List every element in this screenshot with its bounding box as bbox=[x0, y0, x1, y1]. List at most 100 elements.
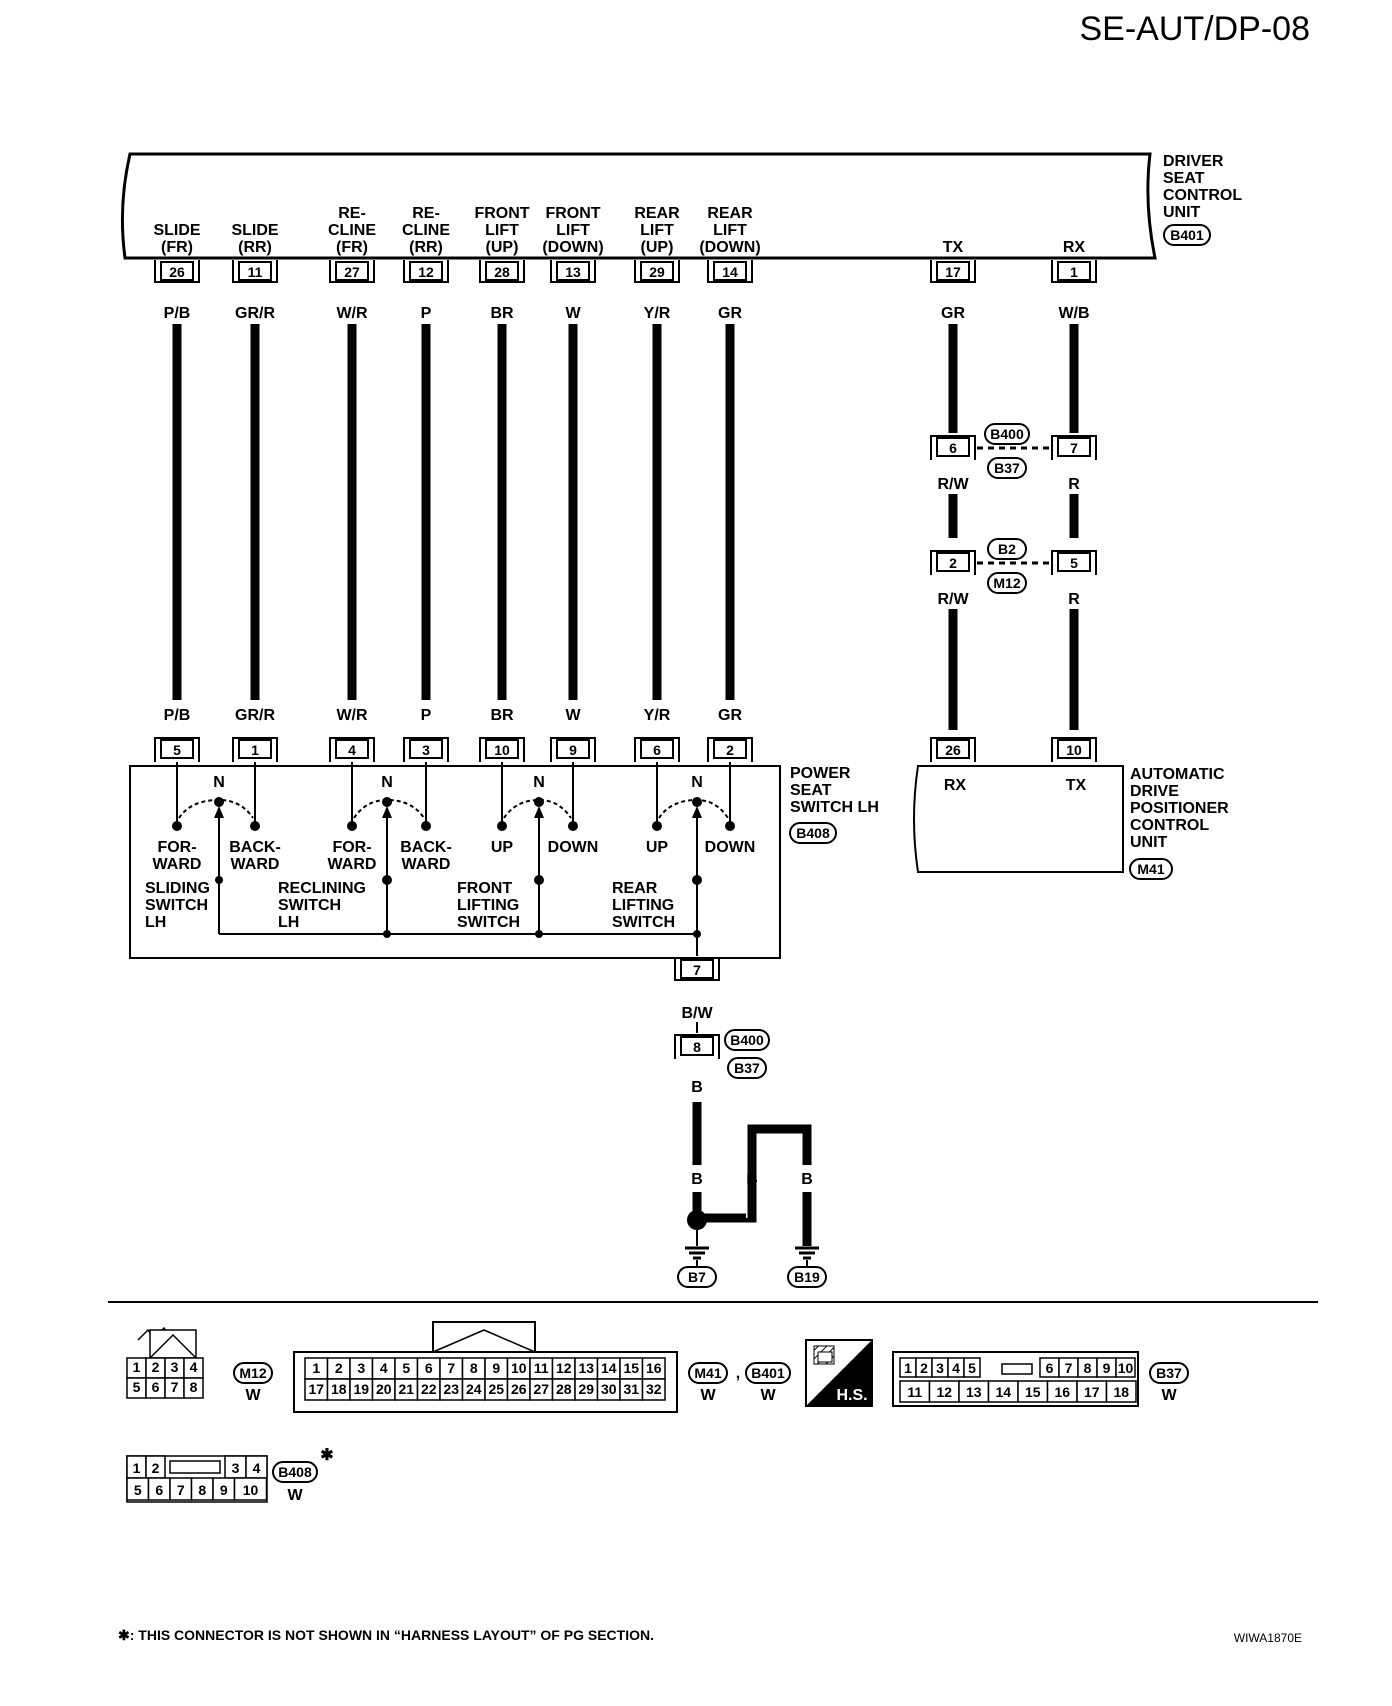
switch-b-label-1-0: BACK- bbox=[400, 839, 452, 856]
dscu-pin-14-number: 14 bbox=[722, 264, 738, 280]
switch-arc-1 bbox=[353, 798, 425, 819]
face-b37-cavity-1: 1 bbox=[904, 1360, 912, 1376]
dscu-pin-1-number: 1 bbox=[1070, 264, 1078, 280]
dscu-pin-29: 29 bbox=[634, 260, 680, 283]
switch-neutral-label-2: N bbox=[533, 774, 545, 791]
dscu-pin-label-5-1: LIFT bbox=[556, 222, 590, 239]
switch-contact-b-1 bbox=[421, 821, 431, 831]
face-b408-cavity-4: 4 bbox=[253, 1460, 261, 1476]
face-m41-b401-cavity-10: 10 bbox=[511, 1360, 527, 1376]
dscu-pin-label-2-1: CLINE bbox=[328, 222, 376, 239]
dscu-pin-label-4-0: FRONT bbox=[474, 205, 529, 222]
switch-name-2-0: FRONT bbox=[457, 880, 512, 897]
footnote: ✱: THIS CONNECTOR IS NOT SHOWN IN “HARNE… bbox=[118, 1627, 654, 1643]
dscu-wire-color-6: Y/R bbox=[644, 305, 671, 322]
face-m41-b401-cavity-7: 7 bbox=[447, 1360, 455, 1376]
adp-name-line-3: POSITIONER bbox=[1130, 800, 1229, 817]
dscu-wire-color-7: GR bbox=[718, 305, 742, 322]
switch-name-3-2: SWITCH bbox=[612, 914, 675, 931]
face-m41-color: W bbox=[700, 1387, 716, 1404]
dscu-pin-label-9-0: RX bbox=[1063, 239, 1086, 256]
ground-symbol-B19: B19 bbox=[787, 1246, 827, 1288]
dscu-pin-27: 27 bbox=[329, 260, 375, 283]
face-b37-id-text: B37 bbox=[1156, 1365, 1182, 1381]
comm-joint-1-wire-right: R bbox=[1068, 591, 1080, 608]
dscu-pin-label-4-2: (UP) bbox=[486, 239, 519, 256]
face-b37-cavity-18: 18 bbox=[1113, 1384, 1129, 1400]
comm-joint-0-connector-b-text: B37 bbox=[994, 460, 1020, 476]
face-b37-cavity-12: 12 bbox=[936, 1384, 952, 1400]
switch-contact-a-0 bbox=[172, 821, 182, 831]
face-m41-b401-cavity-3: 3 bbox=[357, 1360, 365, 1376]
switch-pin-3: 3 bbox=[403, 737, 449, 762]
face-m41-b401-cavity-18: 18 bbox=[331, 1381, 347, 1397]
switch-a-label-3-0: UP bbox=[646, 839, 669, 856]
face-id-comma: , bbox=[736, 1365, 740, 1382]
adp-name-line-1: AUTOMATIC bbox=[1130, 766, 1225, 783]
face-m41-b401-cavity-9: 9 bbox=[492, 1360, 500, 1376]
comm-joint-0-connector-b: B37 bbox=[987, 457, 1027, 479]
face-b408-cavity-6: 6 bbox=[155, 1482, 163, 1498]
dscu-pin-17-number: 17 bbox=[945, 264, 961, 280]
dscu-pin-label-7-2: (DOWN) bbox=[699, 239, 760, 256]
switch-a-label-2-0: UP bbox=[491, 839, 514, 856]
dscu-pin-label-6-1: LIFT bbox=[640, 222, 674, 239]
face-m12-cavity-3: 3 bbox=[171, 1359, 179, 1375]
face-m41-b401-cavity-11: 11 bbox=[534, 1360, 549, 1376]
dscu-name-line-4: UNIT bbox=[1163, 204, 1201, 221]
face-m41-id-text: M41 bbox=[694, 1365, 721, 1381]
comm-joint-1-pin-right: 5 bbox=[1051, 550, 1097, 575]
ground-label-B7-text: B7 bbox=[688, 1269, 706, 1285]
ground-label-B7: B7 bbox=[677, 1266, 717, 1288]
comm-joint-0-wire-left: R/W bbox=[937, 476, 969, 493]
comm-joint-0-pin-left-number: 6 bbox=[949, 440, 957, 456]
switch-name-3-0: REAR bbox=[612, 880, 658, 897]
face-b37-cavity-7: 7 bbox=[1065, 1360, 1073, 1376]
dscu-pin-label-7-1: LIFT bbox=[713, 222, 747, 239]
switch-ground-pin-number: 7 bbox=[693, 962, 701, 978]
face-b401-color: W bbox=[760, 1387, 776, 1404]
face-b408-id: B408 bbox=[272, 1461, 318, 1483]
dscu-pin-26: 26 bbox=[154, 260, 200, 283]
driver-seat-control-unit: DRIVER SEAT CONTROL UNIT B401 bbox=[120, 152, 1242, 260]
ground-symbol-B7: B7 bbox=[677, 1230, 717, 1288]
dscu-wire-color-8: GR bbox=[941, 305, 965, 322]
adp-name-line-4: CONTROL bbox=[1130, 817, 1209, 834]
switch-connector-id: B408 bbox=[796, 825, 830, 841]
switch-ground-wire: B/W bbox=[681, 1005, 713, 1022]
face-m41-b401-cavity-13: 13 bbox=[578, 1360, 594, 1376]
face-m41-b401-cavity-12: 12 bbox=[556, 1360, 572, 1376]
dscu-wire-color-2: W/R bbox=[336, 305, 368, 322]
dscu-pin-label-3-1: CLINE bbox=[402, 222, 450, 239]
comm-joint-0-pin-right-number: 7 bbox=[1070, 440, 1078, 456]
dscu-wire-color-1: GR/R bbox=[235, 305, 275, 322]
face-m12-id-text: M12 bbox=[239, 1365, 266, 1381]
switch-pin-2: 2 bbox=[707, 737, 753, 762]
switch-b-label-0-1: WARD bbox=[231, 856, 280, 873]
switch-name-0-1: SWITCH bbox=[145, 897, 208, 914]
comm-joint-0-wire-right: R bbox=[1068, 476, 1080, 493]
dscu-pin-label-2-0: RE- bbox=[338, 205, 366, 222]
face-m41-b401-cavity-15: 15 bbox=[623, 1360, 639, 1376]
switch-pin-5-number: 5 bbox=[173, 742, 181, 758]
face-b37-cavity-5: 5 bbox=[968, 1360, 976, 1376]
face-m41-b401-cavity-25: 25 bbox=[488, 1381, 504, 1397]
dscu-pin-11: 11 bbox=[232, 260, 278, 283]
face-b401-id-text: B401 bbox=[751, 1365, 785, 1381]
face-m41-b401-cavity-27: 27 bbox=[533, 1381, 549, 1397]
face-m41-b401-cavity-19: 19 bbox=[353, 1381, 369, 1397]
switch-contact-n-1 bbox=[382, 797, 392, 807]
face-b37-cavity-15: 15 bbox=[1025, 1384, 1041, 1400]
face-m41-b401-cavity-31: 31 bbox=[623, 1381, 639, 1397]
face-b408-cavity-9: 9 bbox=[220, 1482, 228, 1498]
face-b37-cavity-13: 13 bbox=[966, 1384, 982, 1400]
face-b37-cavity-2: 2 bbox=[920, 1360, 928, 1376]
adp-pin-label-rx: RX bbox=[944, 777, 967, 794]
dscu-pin-label-7-0: REAR bbox=[707, 205, 753, 222]
face-b37-cavity-3: 3 bbox=[936, 1360, 944, 1376]
switch-neutral-label-1: N bbox=[381, 774, 393, 791]
figure-id: WIWA1870E bbox=[1234, 1631, 1302, 1645]
dscu-pin-13-number: 13 bbox=[565, 264, 581, 280]
